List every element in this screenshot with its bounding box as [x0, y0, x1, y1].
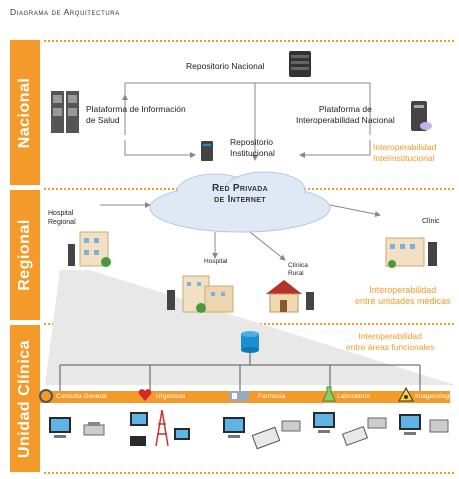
repositorio-institucional-line1: Repositorio	[230, 137, 273, 147]
computer-printer-icon	[222, 415, 302, 456]
band-regional: Regional	[10, 190, 40, 320]
cloud-icon	[145, 168, 335, 241]
interop-unidades-label: Interoperabilidad entre unidades médicas	[355, 285, 451, 308]
interop-areas-label: Interoperabilidad entre áreas funcionale…	[346, 331, 434, 352]
hospital-regional-building-icon	[66, 228, 114, 273]
separator-top	[44, 40, 454, 42]
area-imagenologia[interactable]: Imagenología	[415, 393, 455, 400]
cloud-line1: Red Privada	[211, 183, 268, 194]
interop-unidades-line1: Interoperabilidad	[369, 285, 437, 295]
area-laboratorio[interactable]: Laboratorio	[337, 393, 370, 400]
repositorio-institucional-label: Repositorio Institucional	[230, 137, 275, 158]
server-icon	[288, 50, 312, 83]
clinic-label: Clínic	[422, 218, 440, 225]
repositorio-institucional-line2: Institucional	[230, 147, 275, 158]
plataforma-informacion-line2: de Salud	[86, 114, 120, 125]
hospital-regional-line2: Regional	[48, 218, 76, 226]
interop-interinstitucional-label: Interoperabilidad Interinstitucional	[373, 142, 436, 163]
cloud-line2: de Internet	[214, 194, 266, 205]
link-info-institucional	[124, 140, 196, 158]
clinica-rural-label: Clínica Rural	[288, 262, 308, 278]
area-farmacia[interactable]: Farmacia	[258, 393, 286, 400]
interop-areas-line2: entre áreas funcionales	[346, 341, 435, 352]
diagram-title: Diagrama de Arquitectura	[10, 7, 120, 17]
flask-icon	[322, 386, 336, 407]
hospital-regional-label: Hospital Regional	[48, 210, 76, 228]
clinica-rural-line1: Clínica	[288, 262, 308, 269]
plataforma-interop-label: Plataforma de Interoperabilidad Nacional	[296, 104, 395, 125]
interop-areas-line1: Interoperabilidad	[358, 331, 422, 341]
link-platforms	[124, 82, 371, 135]
plataforma-informacion-line1: Plataforma de Información	[86, 104, 186, 114]
server-rack-icon	[50, 90, 80, 139]
area-urgencias[interactable]: Urgencias	[156, 393, 186, 400]
band-nacional: Nacional	[10, 40, 40, 185]
stethoscope-icon	[38, 388, 54, 409]
area-consulta-general[interactable]: Consulta General	[56, 393, 107, 400]
institutional-server-icon	[200, 140, 214, 167]
link-cloud-clinica-rural	[249, 231, 286, 261]
band-unidad-clinica: Unidad Clínica	[10, 325, 40, 472]
clinica-rural-house-icon	[262, 278, 320, 319]
interop-interinst-line1: Interoperabilidad	[373, 142, 437, 152]
expansion-shadow	[45, 270, 455, 385]
link-inter-institucional	[299, 140, 371, 158]
computer-icon	[48, 415, 108, 450]
cloud-label: Red Privada de Internet	[185, 183, 295, 205]
interop-unidades-line2: entre unidades médicas	[355, 296, 451, 307]
radiation-icon	[398, 386, 414, 407]
lab-equipment-icon	[312, 410, 392, 453]
hospital-regional-line1: Hospital	[48, 210, 74, 217]
plataforma-informacion-label: Plataforma de Información de Salud	[86, 104, 186, 125]
separator-bottom	[44, 472, 454, 474]
hospital-label: Hospital	[204, 258, 228, 265]
imaging-equipment-icon	[398, 412, 454, 449]
clinic-building-icon	[380, 230, 442, 275]
monitor-devices-icon	[128, 409, 194, 455]
database-icon	[240, 330, 260, 359]
pharmacy-icon	[228, 388, 250, 407]
link-cloud-clinic	[329, 204, 381, 217]
interop-interinst-line2: Interinstitucional	[373, 152, 435, 163]
heart-icon	[137, 387, 153, 408]
repositorio-nacional-label: Repositorio Nacional	[186, 61, 265, 71]
hospital-building-icon	[165, 268, 237, 321]
clinica-rural-line2: Rural	[288, 270, 304, 278]
server-tower-icon	[410, 100, 432, 137]
plataforma-interop-line1: Plataforma de	[318, 104, 372, 114]
plataforma-interop-line2: Interoperabilidad Nacional	[296, 114, 395, 125]
